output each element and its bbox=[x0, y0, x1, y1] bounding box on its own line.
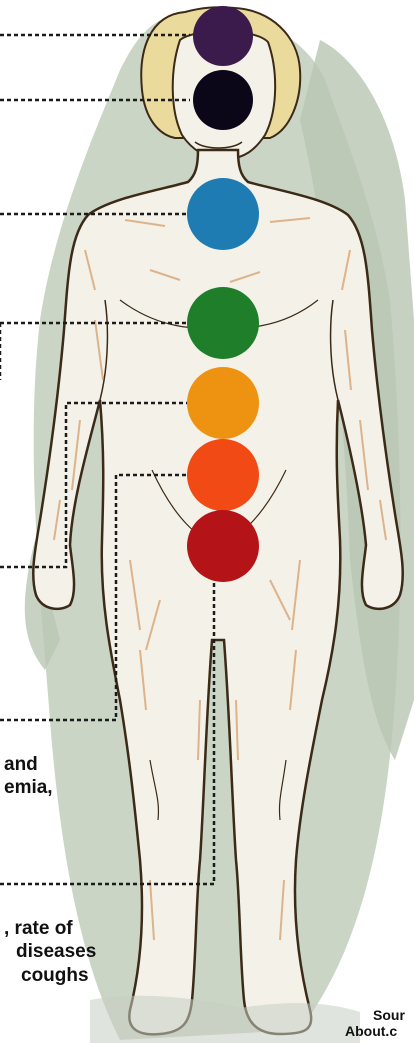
annotation-fragment-coughs: coughs bbox=[21, 965, 89, 986]
chakra-solar-plexus bbox=[187, 367, 259, 439]
chakra-sacral bbox=[187, 439, 259, 511]
chakra-root bbox=[187, 510, 259, 582]
chakra-heart bbox=[187, 287, 259, 359]
source-credit-line-1: Sour bbox=[373, 1008, 405, 1022]
annotation-fragment-and: and bbox=[4, 754, 38, 775]
chakra-third-eye bbox=[193, 70, 253, 130]
chakra-crown bbox=[193, 6, 253, 66]
annotation-fragment-emia: emia, bbox=[4, 777, 53, 798]
annotation-fragment-rate-of: , rate of bbox=[4, 918, 73, 939]
annotation-fragment-diseases: diseases bbox=[16, 941, 96, 962]
source-credit-line-2: About.c bbox=[345, 1024, 397, 1038]
chakra-throat bbox=[187, 178, 259, 250]
